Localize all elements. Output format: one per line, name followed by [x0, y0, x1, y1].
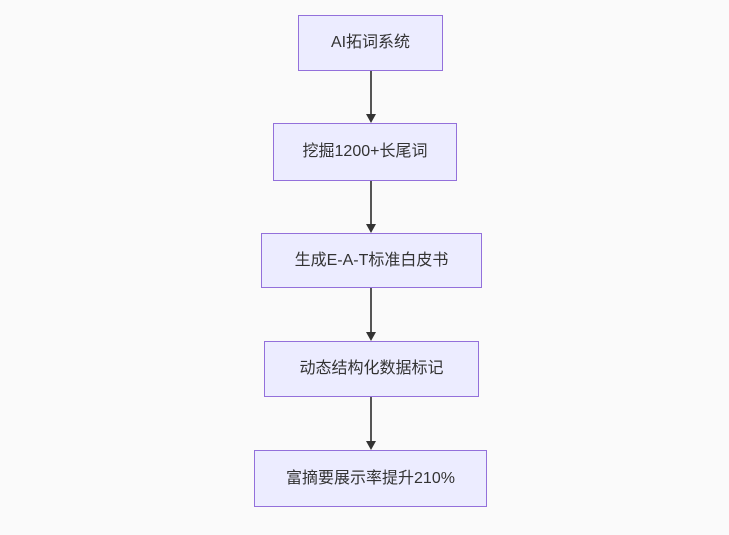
- arrow-line: [370, 288, 372, 332]
- flow-node-rich-snippet-result: 富摘要展示率提升210%: [254, 450, 487, 507]
- flow-arrow-4: [365, 397, 377, 450]
- arrowhead-down-icon: [366, 332, 376, 341]
- arrow-line: [370, 181, 372, 224]
- flow-arrow-3: [365, 288, 377, 341]
- arrowhead-down-icon: [366, 114, 376, 123]
- arrowhead-down-icon: [366, 441, 376, 450]
- flow-node-label: 生成E-A-T标准白皮书: [294, 251, 449, 269]
- flow-arrow-2: [365, 181, 377, 233]
- flow-node-label: AI拓词系统: [330, 34, 411, 51]
- flow-node-label: 动态结构化数据标记: [299, 360, 444, 377]
- flow-arrow-1: [365, 71, 377, 123]
- flow-node-label: 挖掘1200+长尾词: [302, 143, 428, 160]
- flow-node-ai-expand-system: AI拓词系统: [298, 15, 443, 71]
- flow-node-label: 富摘要展示率提升210%: [286, 469, 455, 487]
- flow-node-eat-whitepaper: 生成E-A-T标准白皮书: [261, 233, 482, 288]
- flow-node-longtail-mining: 挖掘1200+长尾词: [273, 123, 457, 181]
- arrow-line: [370, 397, 372, 441]
- arrowhead-down-icon: [366, 224, 376, 233]
- flow-node-structured-data: 动态结构化数据标记: [264, 341, 479, 397]
- arrow-line: [370, 71, 372, 114]
